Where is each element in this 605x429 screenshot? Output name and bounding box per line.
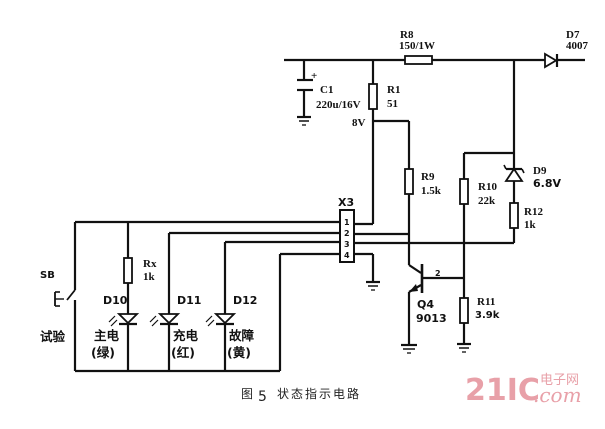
c1-value: 220u/16V [316, 99, 361, 111]
ground-icon [401, 343, 417, 354]
led-d12: D12 故障 (黄) [205, 294, 257, 360]
resistor-rx: Rx 1k [123, 257, 157, 284]
x3-bus [354, 222, 514, 291]
resistor-r8: R8 150/1W [399, 29, 435, 65]
rx-ref: Rx [143, 258, 157, 270]
d12-ref: D12 [233, 294, 257, 307]
d10-ref: D10 [103, 294, 128, 307]
r11-value: 3.9k [475, 310, 500, 321]
r9-value: 1.5k [421, 185, 442, 197]
ground-icon [297, 115, 311, 126]
ground-icon [457, 342, 471, 353]
x3-ref: X3 [338, 196, 354, 209]
d10-color: (绿) [91, 345, 115, 360]
d11-color: (红) [171, 345, 195, 360]
watermark-brand: 21IC [465, 373, 540, 408]
r1-value: 51 [387, 98, 398, 110]
rx-value: 1k [143, 271, 156, 283]
diode-d7: D7 4007 [544, 29, 589, 69]
watermark-domain: .com [533, 383, 582, 407]
r10-value: 22k [478, 195, 496, 207]
d11-name: 充电 [173, 328, 199, 343]
sb-ref: SB [40, 270, 55, 281]
sb-label: 试验 [40, 329, 66, 344]
capacitor-c1: + C1 220u/16V [297, 60, 361, 126]
figure-caption: 图 5 状态指示电路 [241, 386, 361, 405]
r11-ref: R11 [477, 296, 495, 308]
r8-value: 150/1W [399, 40, 435, 52]
resistor-r9: R9 1.5k [373, 119, 442, 245]
zener-d9: D9 6.8V [503, 60, 561, 203]
led-d11: D11 充电 (红) [149, 294, 201, 360]
r1-ref: R1 [387, 84, 400, 96]
led-wiring [73, 220, 340, 373]
c1-ref: C1 [320, 84, 333, 96]
r9-ref: R9 [421, 171, 435, 183]
transistor-q4: 2 Q4 9013 [401, 245, 464, 354]
d12-name: 故障 [229, 328, 255, 343]
connector-x3: X3 1 2 3 4 [338, 196, 355, 263]
d7-value: 4007 [566, 40, 589, 52]
ground-icon [366, 280, 380, 291]
x3-pin-2: 2 [344, 229, 350, 238]
d7-ref: D7 [566, 29, 580, 41]
x3-pin-3: 3 [344, 240, 350, 249]
r12-ref: R12 [524, 206, 543, 218]
x3-pin-1: 1 [344, 218, 350, 227]
d11-ref: D11 [177, 294, 201, 307]
d12-color: (黄) [227, 345, 251, 360]
d10-name: 主电 [94, 328, 120, 343]
resistor-r10: R10 22k [459, 151, 514, 298]
d9-ref: D9 [533, 165, 547, 177]
r10-ref: R10 [478, 181, 497, 193]
watermark-subtitle: 电子网 [540, 373, 579, 388]
x3-pin-4: 4 [344, 251, 350, 260]
caption-title: 状态指示电路 [277, 386, 361, 401]
resistor-r12: R12 1k [509, 202, 543, 243]
led-d10: D10 主电 (绿) [91, 294, 140, 360]
caption-number: 5 [258, 389, 269, 405]
q4-ref: Q4 [417, 298, 434, 311]
caption-prefix: 图 [241, 387, 255, 401]
node-8v-label: 8V [352, 117, 366, 129]
switch-sb[interactable]: SB 试验 [40, 270, 76, 344]
c1-polarity: + [311, 70, 317, 82]
q4-value: 9013 [416, 312, 447, 325]
watermark-logo: 21IC 电子网 .com [465, 373, 582, 408]
r12-value: 1k [524, 219, 537, 231]
resistor-r11: R11 3.9k [457, 296, 500, 353]
q4-pin-label: 2 [435, 269, 441, 278]
d9-value: 6.8V [533, 177, 561, 190]
r8-ref: R8 [400, 29, 414, 41]
resistor-r1: R1 51 8V [352, 60, 400, 224]
